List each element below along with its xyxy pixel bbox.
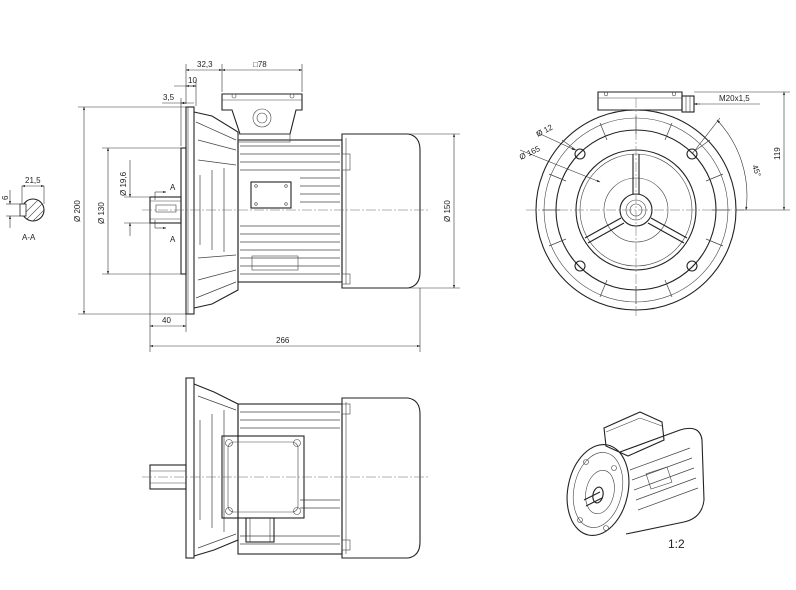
dim-200-label: Ø 200 — [73, 200, 82, 222]
section-mark-top: A — [170, 183, 176, 192]
nameplate — [250, 181, 292, 209]
flange-plate-bottom — [185, 377, 195, 559]
dim-21-5-label: 21,5 — [25, 176, 41, 185]
flange-spigot — [180, 147, 187, 275]
section-title: A-A — [22, 233, 36, 242]
dim-32-3-label: 32,3 — [197, 60, 213, 69]
section-mark-bottom: A — [170, 235, 176, 244]
spokes — [584, 154, 688, 244]
dim-165-label: Ø 165 — [518, 144, 542, 162]
iso-flange — [566, 444, 630, 536]
cooling-fins — [240, 145, 340, 275]
motor-body — [237, 139, 343, 283]
scale-label: 1:2 — [668, 537, 685, 551]
dim-130-label: Ø 130 — [97, 202, 106, 224]
top-view — [142, 377, 430, 559]
dim-119-label: 119 — [773, 147, 782, 160]
iso-body — [619, 427, 705, 535]
motor-body-bottom — [237, 403, 343, 555]
cable-gland-plan — [245, 517, 275, 543]
side-view-dimensions: 32,3 □78 10 3,5 Ø 200 Ø 130 Ø 19,6 A A — [73, 60, 460, 352]
dim-150-label: Ø 150 — [443, 200, 452, 222]
dim-40-label: 40 — [162, 316, 171, 325]
fan-cover-bottom — [341, 397, 421, 559]
terminal-box-front — [597, 91, 683, 111]
dim-266-label: 266 — [276, 336, 290, 345]
dim-3-5-label: 3,5 — [163, 93, 175, 102]
iso-terminal-box — [603, 411, 665, 457]
angle-45-label: 45° — [750, 164, 763, 178]
cable-gland — [681, 95, 695, 113]
flange-plate — [185, 106, 195, 315]
bolt-holes — [574, 148, 698, 272]
dim-19-6-label: Ø 19,6 — [119, 171, 128, 196]
isometric-view: 1:2 — [566, 411, 705, 551]
thread-label: M20x1,5 — [719, 94, 750, 103]
front-view — [526, 91, 746, 318]
dim-78-label: □78 — [253, 60, 267, 69]
fan-cover — [341, 133, 421, 289]
section-a-a: 21,5 6 A-A — [1, 176, 45, 242]
dim-10-label: 10 — [188, 76, 197, 85]
side-view — [142, 93, 430, 315]
dim-6-label: 6 — [1, 195, 10, 200]
